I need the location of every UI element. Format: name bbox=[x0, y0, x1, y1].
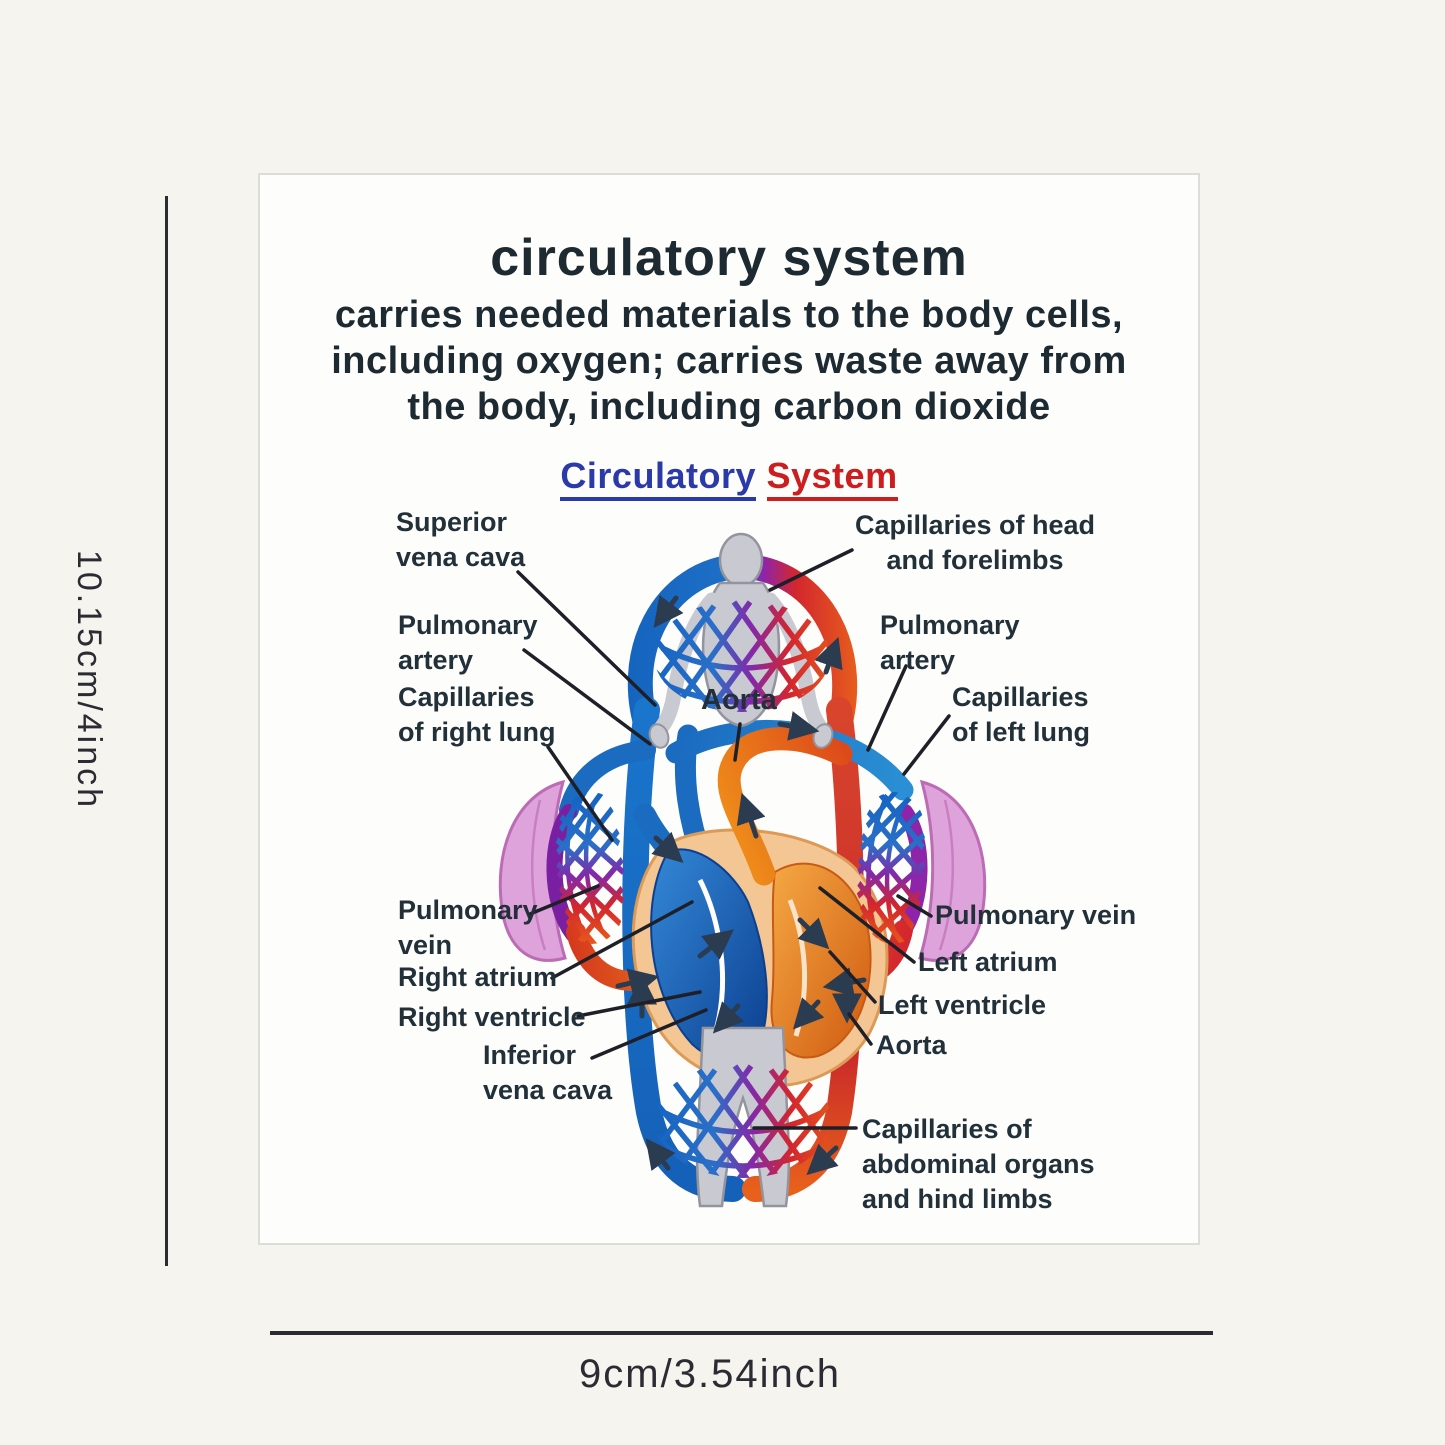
label-capillaries-head: Capillaries of head and forelimbs bbox=[854, 510, 1096, 575]
width-dimension-label: 9cm/3.54inch bbox=[579, 1352, 841, 1396]
label-capillaries-left-lung: Capillaries of left lung bbox=[952, 682, 1090, 747]
left-lung-shape bbox=[918, 779, 987, 962]
label-aorta-right: Aorta bbox=[876, 1030, 947, 1060]
label-pulmonary-artery-right: Pulmonary artery bbox=[880, 610, 1020, 675]
label-superior-vena-cava: Superior vena cava bbox=[396, 507, 526, 572]
label-capillaries-right-lung: Capillaries of right lung bbox=[398, 682, 556, 747]
label-left-ventricle: Left ventricle bbox=[878, 990, 1047, 1020]
label-right-ventricle: Right ventricle bbox=[398, 1002, 586, 1032]
label-inferior-vena-cava: Inferior vena cava bbox=[483, 1040, 613, 1105]
height-dimension-line bbox=[165, 196, 168, 1266]
label-pulmonary-artery-left: Pulmonary artery bbox=[398, 610, 538, 675]
pulmonary-artery-left-vessel bbox=[559, 740, 656, 820]
leader-lines bbox=[516, 548, 951, 1130]
diagram-heading-word2: System bbox=[766, 455, 898, 501]
width-dimension-line bbox=[270, 1331, 1213, 1335]
poster-title: circulatory system bbox=[490, 229, 968, 287]
poster-subtitle: carries needed materials to the body cel… bbox=[331, 294, 1127, 428]
diagram-heading: Circulatory System bbox=[258, 455, 1200, 501]
diagram-heading-word1: Circulatory bbox=[560, 455, 756, 501]
label-right-atrium: Right atrium bbox=[398, 962, 557, 992]
label-pulmonary-vein-right: Pulmonary vein bbox=[935, 900, 1137, 930]
label-left-atrium: Left atrium bbox=[918, 947, 1058, 977]
label-aorta-center: Aorta bbox=[701, 684, 777, 716]
label-pulmonary-vein-left: Pulmonary vein bbox=[398, 895, 538, 960]
flow-arrows bbox=[615, 595, 867, 1176]
legs-silhouette bbox=[695, 1026, 791, 1208]
label-capillaries-abdominal: Capillaries of abdominal organs and hind… bbox=[862, 1114, 1095, 1214]
right-lung-shape bbox=[498, 779, 567, 962]
